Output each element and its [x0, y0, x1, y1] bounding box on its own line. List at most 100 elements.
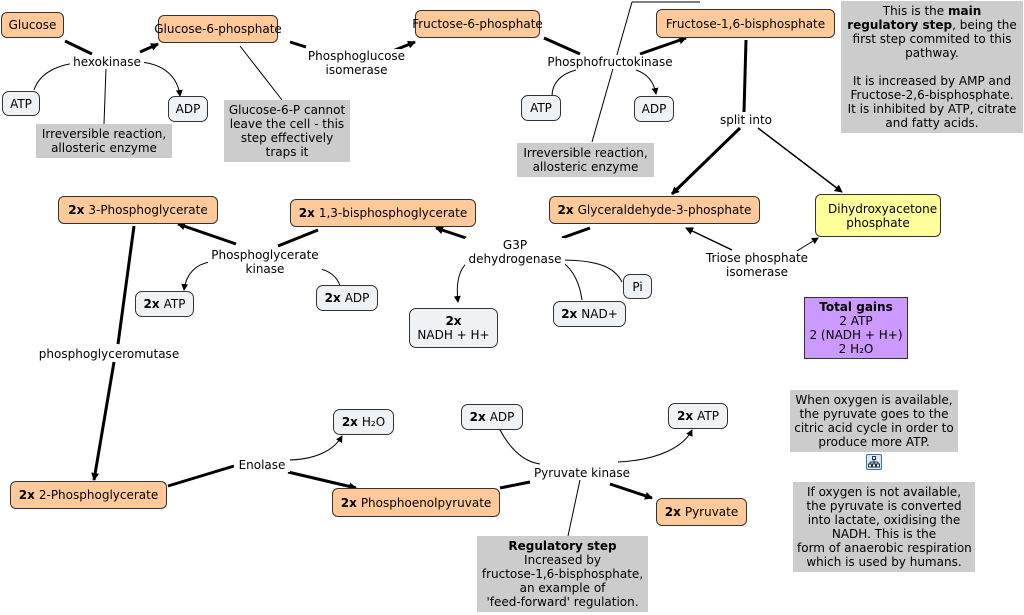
note-line: an example of — [519, 581, 606, 595]
glyceraldehyde-3-phosphate-label: Glyceraldehyde-3-phosphate — [577, 203, 752, 217]
note-line: pathway. — [905, 46, 959, 60]
phosphoglucose-isomerase-label[interactable]: Phosphoglucose isomerase — [303, 49, 410, 77]
atp-node-hexokinase[interactable]: ATP — [2, 91, 40, 116]
phosphoglycerate-kinase-label[interactable]: Phosphoglycerate kinase — [208, 248, 322, 276]
note-spacer — [845, 60, 1019, 74]
regulatory-step-note[interactable]: Regulatory step Increased by fructose-1,… — [477, 536, 648, 612]
note-line: It is increased by AMP and — [852, 74, 1012, 88]
note-line: fructose-1,6-bisphosphate, — [481, 567, 644, 581]
note-line: the pyruvate is converted — [806, 499, 962, 513]
note-line: NADH. This is the — [831, 527, 937, 541]
dihydroxyacetone-phosphate-node[interactable]: Dihydroxyacetone phosphate — [815, 194, 941, 237]
atp-node-pfk[interactable]: ATP — [521, 95, 561, 121]
pi-node[interactable]: Pi — [623, 274, 652, 299]
note-line: which is used by humans. — [806, 555, 962, 569]
hexokinase-label[interactable]: hexokinase — [70, 55, 144, 69]
pgi-line1: Phosphoglucose — [307, 49, 406, 63]
nadh-label: NADH + H+ — [417, 328, 490, 342]
irreversible-note-hexokinase[interactable]: Irreversible reaction, allosteric enzyme — [36, 124, 172, 158]
multiplier: 2x — [68, 203, 85, 217]
phosphoglyceromutase-label[interactable]: phosphoglyceromutase — [36, 347, 182, 361]
note-line: allosteric enzyme — [51, 141, 157, 155]
multiplier: 2x — [445, 314, 462, 328]
irreversible-note-pfk[interactable]: Irreversible reaction, allosteric enzyme — [517, 143, 654, 177]
total-gains-box[interactable]: Total gains 2 ATP 2 (NADH + H+) 2 H₂O — [804, 297, 908, 359]
multiplier: 2x — [341, 415, 358, 429]
note-line: leave the cell - this — [229, 117, 345, 131]
note-line: Fructose-2,6-bisphosphate. — [850, 88, 1014, 102]
glucose-6-phosphate-node[interactable]: Glucose-6-phosphate — [154, 15, 282, 43]
note-text: , being the — [952, 18, 1017, 32]
note-line: allosteric enzyme — [532, 160, 639, 174]
note-bold-text: regulatory step — [847, 18, 953, 32]
adp-node-hexokinase[interactable]: ADP — [168, 96, 208, 122]
glucose-label: Glucose — [8, 18, 57, 32]
note-line: form of anaerobic respiration — [797, 541, 972, 555]
gains-line: 2 ATP — [839, 314, 873, 328]
gains-title: Total gains — [819, 300, 893, 314]
phosphofructokinase-label[interactable]: Phosphofructokinase — [545, 55, 675, 69]
enolase-label[interactable]: Enolase — [234, 458, 290, 472]
g3p-dehydrogenase-label[interactable]: G3P dehydrogenase — [465, 238, 565, 266]
note-line: If oxygen is not available, — [806, 485, 962, 499]
atp-label: ATP — [697, 409, 719, 423]
note-line: traps it — [265, 145, 309, 159]
note-line: into lactate, oxidising the — [807, 513, 961, 527]
split-into-label[interactable]: split into — [716, 113, 776, 127]
pyruvate-label: Pyruvate — [684, 505, 739, 519]
g3pdh-line2: dehydrogenase — [468, 252, 562, 266]
main-regulatory-step-note[interactable]: This is the main regulatory step, being … — [841, 1, 1023, 133]
fructose-1-6-bisphosphate-label: Fructose-1,6-bisphosphate — [665, 16, 826, 31]
note-line: citric acid cycle in order to — [794, 421, 954, 435]
note-line: produce more ATP. — [818, 435, 930, 449]
pyruvate-kinase-label[interactable]: Pyruvate kinase — [530, 466, 634, 480]
multiplier: 2x — [677, 409, 694, 423]
gains-line: 2 H₂O — [838, 342, 874, 356]
note-line: Irreversible reaction, — [523, 146, 648, 160]
triose-phosphate-isomerase-label[interactable]: Triose phosphate isomerase — [700, 251, 814, 279]
tpi-line2: isomerase — [726, 265, 788, 279]
oxygen-unavailable-note[interactable]: If oxygen is not available, the pyruvate… — [793, 482, 975, 572]
atp-label: ATP — [163, 297, 186, 311]
fructose-6-phosphate-node[interactable]: Fructose-6-phosphate — [412, 10, 543, 38]
note-line: regulatory step, being the — [845, 18, 1019, 32]
phosphoenolpyruvate-label: Phosphoenolpyruvate — [360, 495, 492, 510]
multiplier: 2x — [143, 297, 160, 311]
atp-label: ATP — [10, 96, 32, 111]
note-line: 'feed-forward' regulation. — [486, 595, 639, 609]
note-line: Irreversible reaction, — [41, 127, 167, 141]
note-line: and fatty acids. — [885, 116, 979, 130]
gains-line: 2 (NADH + H+) — [809, 328, 903, 342]
adp-node-pfk[interactable]: ADP — [634, 96, 674, 122]
2-phosphoglycerate-label: 2-Phosphoglycerate — [38, 488, 159, 502]
note-line: It is inhibited by ATP, citrate — [847, 102, 1017, 116]
glucose-6-p-trap-note[interactable]: Glucose-6-P cannot leave the cell - this… — [224, 100, 350, 162]
multiplier: 2x — [557, 203, 574, 217]
glucose-node[interactable]: Glucose — [1, 12, 64, 38]
multiplier: 2x — [340, 495, 357, 510]
fructose-1-6-bisphosphate-node[interactable]: Fructose-1,6-bisphosphate — [656, 9, 835, 38]
glucose-6-phosphate-label: Glucose-6-phosphate — [154, 22, 282, 36]
oxygen-available-note[interactable]: When oxygen is available, the pyruvate g… — [790, 390, 958, 452]
note-text: This is the — [882, 4, 948, 18]
dihydroxyacetone-phosphate-label: Dihydroxyacetone phosphate — [828, 201, 938, 230]
adp-label: ADP — [489, 410, 515, 424]
hierarchy-link-icon[interactable] — [866, 454, 882, 470]
note-line: the pyruvate goes to the — [799, 407, 949, 421]
note-line: Glucose-6-P cannot — [228, 103, 346, 117]
note-line: This is the main — [845, 4, 1019, 18]
fructose-6-phosphate-label: Fructose-6-phosphate — [412, 17, 543, 31]
